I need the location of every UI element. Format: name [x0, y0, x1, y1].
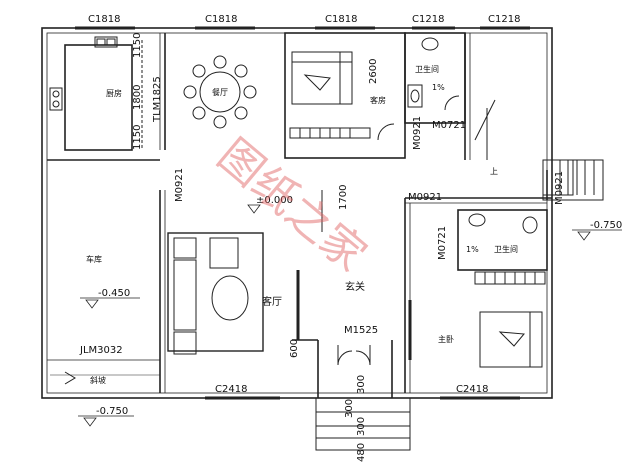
dim-kitchen-2: 1800 [132, 85, 143, 110]
room-bath2: 卫生间 [494, 244, 518, 254]
room-foyer: 玄关 [345, 280, 365, 293]
room-living: 客厅 [262, 295, 282, 308]
stairs [474, 99, 604, 201]
room-bath1-slope: 1% [432, 83, 445, 92]
level-garage: -0.450 [98, 288, 130, 299]
room-kitchen: 厨房 [106, 88, 122, 98]
room-garage: 车库 [86, 254, 102, 264]
entrance-steps [315, 345, 411, 451]
bedroom1-furniture [289, 51, 395, 141]
dim-kitchen-1: 1150 [132, 33, 143, 58]
door-m0721-bath2: M0721 [437, 226, 448, 260]
room-stair-up: 上 [490, 167, 498, 176]
bath2-wall [457, 209, 548, 271]
room-bath1: 卫生间 [415, 64, 439, 74]
level-floor: ±0.000 [256, 195, 293, 206]
kitchen-fixtures [49, 36, 143, 150]
room-master: 主卧 [438, 334, 454, 344]
dim-step-4: 480 [356, 443, 367, 462]
dimension-labels: 1150 1800 1150 2600 1700 600 300 300 300… [132, 33, 379, 462]
door-m0721-bath: M0721 [432, 120, 466, 131]
room-ramp: 斜坡 [90, 375, 106, 385]
window-label: C1818 [88, 14, 120, 25]
window-label: C2418 [456, 384, 488, 395]
door-m0921-master: M0921 [408, 192, 442, 203]
dim-step-1: 300 [356, 375, 367, 394]
window-label: C1818 [205, 14, 237, 25]
door-m0921-bed: M0921 [412, 116, 423, 150]
window-labels: C1818 C1818 C1818 C1218 C1218 C2418 C241… [88, 14, 520, 395]
dim-step-2: 300 [344, 399, 355, 418]
master-furniture [408, 213, 546, 368]
window-label: C1218 [412, 14, 444, 25]
room-bath2-slope: 1% [466, 245, 479, 254]
bath1-wall [404, 32, 466, 124]
outer-wall [41, 27, 553, 399]
level-labels: ±0.000 -0.450 -0.750 -0.750 [96, 195, 622, 417]
level-outside-left: -0.750 [96, 406, 128, 417]
window-label: C2418 [215, 384, 247, 395]
walls [41, 27, 553, 399]
room-labels: 厨房 餐厅 客房 卫生间 1% 上 车库 客厅 玄关 卫生间 1% 主卧 斜坡 [86, 64, 518, 385]
door-m0921-right: M0921 [554, 171, 565, 205]
dim-step-3: 300 [356, 417, 367, 436]
dim-600: 600 [289, 339, 300, 358]
room-dining: 餐厅 [212, 88, 228, 97]
garage-door [47, 359, 160, 385]
window-label: C1218 [488, 14, 520, 25]
dining-table [183, 55, 257, 129]
level-outside-right: -0.750 [590, 220, 622, 231]
window-marks [75, 26, 530, 400]
dim-bedroom-depth: 2600 [368, 59, 379, 84]
room-bedroom1: 客房 [370, 95, 386, 105]
dim-kitchen-3: 1150 [132, 125, 143, 150]
level-markers [78, 204, 622, 427]
living-room-furniture [167, 190, 323, 355]
window-label: C1818 [325, 14, 357, 25]
stove-icon [49, 87, 63, 111]
watermark-text: 图纸之家 [208, 129, 376, 281]
bath1-fixtures [407, 37, 460, 111]
door-tlm: TLM1825 [152, 76, 163, 123]
door-main: M1525 [344, 325, 378, 336]
door-m0921-left: M0921 [174, 168, 185, 202]
door-garage: JLM3032 [79, 345, 123, 356]
dim-foyer-depth: 1700 [338, 185, 349, 210]
door-codes: TLM1825 M0921 M0921 M0721 M0921 M0921 M0… [79, 76, 565, 356]
